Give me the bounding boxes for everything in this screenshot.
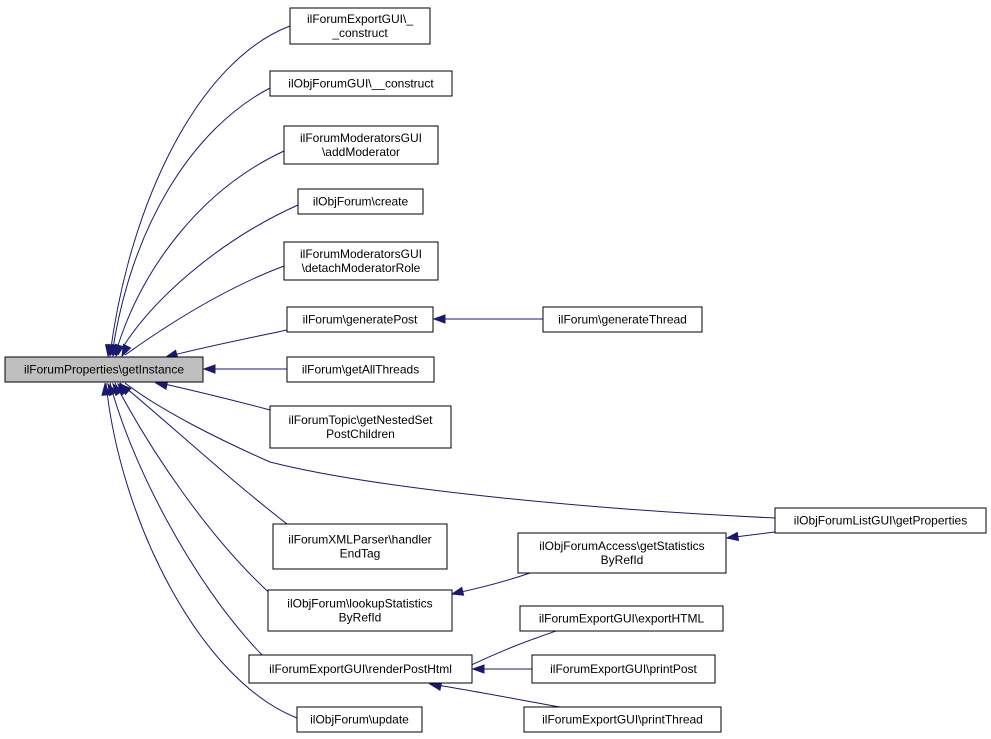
- edge-n11: [109, 382, 263, 656]
- node-n16[interactable]: ilForumExportGUI\exportHTML: [519, 605, 724, 632]
- node-label: ilForumModeratorsGUI: [300, 247, 422, 261]
- edge-n18: [429, 683, 561, 708]
- arrowhead: [107, 382, 118, 397]
- node-n12[interactable]: ilObjForum\update: [296, 706, 423, 733]
- node-label: EndTag: [340, 547, 381, 561]
- node-box: [283, 241, 439, 281]
- node-box: [297, 188, 424, 215]
- node-label: ilForumExportGUI\printThread: [542, 713, 703, 727]
- edge-n5: [124, 265, 285, 356]
- edge-n1: [109, 25, 291, 356]
- node-box: [269, 405, 452, 449]
- arrowhead: [725, 531, 740, 542]
- node-n7[interactable]: ilForum\getAllThreads: [286, 356, 435, 383]
- root-node[interactable]: ilForumProperties\getInstance: [4, 356, 204, 383]
- edges: [101, 25, 776, 719]
- node-box: [542, 306, 703, 333]
- node-box: [289, 7, 431, 45]
- node-n1[interactable]: ilForumExportGUI\__construct: [289, 7, 431, 45]
- node-box: [774, 507, 987, 534]
- node-label: ilForumXMLParser\handler: [288, 533, 431, 547]
- edge-n3: [114, 150, 285, 356]
- node-label: PostChildren: [326, 427, 395, 441]
- node-box: [517, 532, 727, 574]
- node-label: ilObjForumListGUI\getProperties: [794, 514, 967, 528]
- node-box: [283, 125, 439, 165]
- node-label: ByRefId: [601, 553, 644, 567]
- node-n5[interactable]: ilForumModeratorsGUI\detachModeratorRole: [283, 241, 439, 281]
- node-label: ilForumExportGUI\renderPostHtml: [269, 662, 452, 676]
- node-box: [296, 706, 423, 733]
- node-box: [248, 654, 473, 684]
- node-label: ilObjForum\update: [310, 713, 409, 727]
- edge-n9: [119, 382, 288, 525]
- node-box: [523, 706, 722, 733]
- node-box: [269, 70, 453, 97]
- edge-n12: [105, 382, 298, 719]
- edge-n6: [169, 329, 288, 357]
- node-label: ilObjForum\lookupStatistics: [287, 597, 432, 611]
- node-n17[interactable]: ilForumExportGUI\printPost: [531, 654, 716, 684]
- node-label: ilForumProperties\getInstance: [24, 363, 184, 377]
- node-label: \addModerator: [322, 145, 400, 159]
- node-label: ilObjForum\create: [313, 195, 409, 209]
- edge-n8: [159, 382, 271, 411]
- node-label: _construct: [331, 26, 388, 40]
- node-n13[interactable]: ilForum\generateThread: [542, 306, 703, 333]
- node-label: ilForumExportGUI\printPost: [550, 662, 697, 676]
- edge-n4: [117, 204, 299, 356]
- node-box: [519, 605, 724, 632]
- arrowhead: [450, 586, 465, 596]
- edge-n10: [114, 382, 276, 599]
- node-n2[interactable]: ilObjForumGUI\__construct: [269, 70, 453, 97]
- arrowhead: [432, 314, 446, 324]
- node-box: [272, 523, 448, 570]
- node-n11[interactable]: ilForumExportGUI\renderPostHtml: [248, 654, 473, 684]
- node-n14[interactable]: ilObjForumListGUI\getProperties: [774, 507, 987, 534]
- arrowhead: [121, 343, 132, 358]
- edge-n2: [111, 87, 271, 356]
- node-label: ilForum\generatePost: [303, 313, 418, 327]
- edge-n15: [451, 572, 531, 595]
- node-label: \detachModeratorRole: [302, 261, 421, 275]
- node-box: [286, 356, 435, 383]
- node-label: ilForum\generateThread: [558, 313, 687, 327]
- node-label: ilForumExportGUI\exportHTML: [539, 612, 705, 626]
- node-box: [267, 589, 453, 632]
- arrowhead: [101, 382, 111, 396]
- node-n18[interactable]: ilForumExportGUI\printThread: [523, 706, 722, 733]
- node-n6[interactable]: ilForum\generatePost: [286, 306, 434, 333]
- node-box: [531, 654, 716, 684]
- arrowhead: [471, 664, 485, 674]
- node-label: ilForumExportGUI\_: [307, 12, 413, 26]
- node-box: [4, 356, 204, 383]
- node-label: ilObjForumAccess\getStatistics: [539, 539, 704, 553]
- edge-n14: [124, 382, 776, 519]
- node-n3[interactable]: ilForumModeratorsGUI\addModerator: [283, 125, 439, 165]
- arrowhead: [115, 343, 125, 358]
- nodes: ilForumProperties\getInstance ilForumExpo…: [4, 7, 987, 733]
- arrowhead: [118, 383, 132, 396]
- node-label: ilForumTopic\getNestedSet: [288, 413, 433, 427]
- node-label: ByRefId: [339, 611, 382, 625]
- node-box: [286, 306, 434, 333]
- node-label: ilForum\getAllThreads: [302, 363, 419, 377]
- arrowhead: [202, 364, 216, 374]
- node-n4[interactable]: ilObjForum\create: [297, 188, 424, 215]
- node-label: ilForumModeratorsGUI: [300, 131, 422, 145]
- node-label: ilObjForumGUI\__construct: [288, 77, 434, 91]
